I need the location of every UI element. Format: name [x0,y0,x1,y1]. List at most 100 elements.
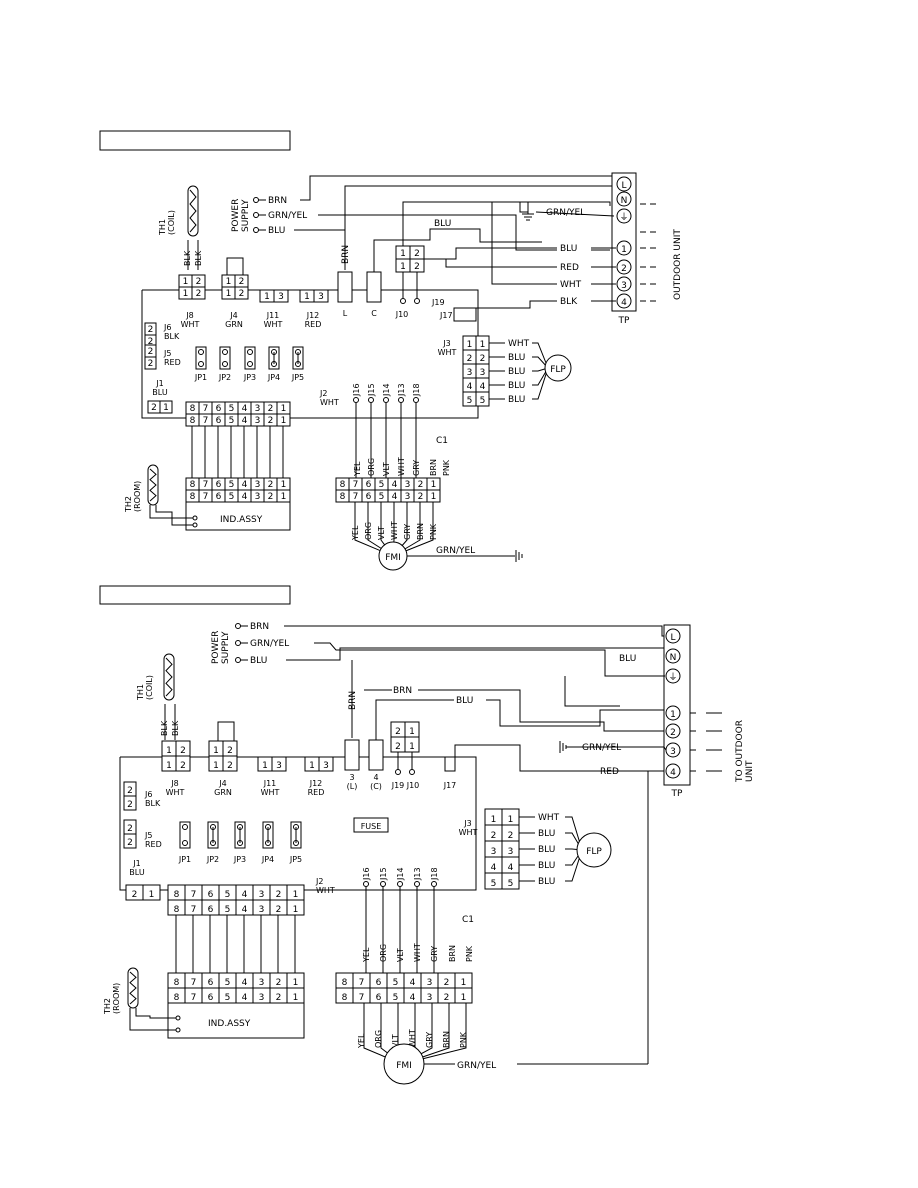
pin-number: 5 [225,890,231,900]
jumper-pin [182,840,188,846]
pin-number: 2 [395,727,401,737]
tp-1-terminal [665,705,681,721]
power-supply-terminal [253,212,259,218]
pin-number: 2 [127,786,133,796]
thermistor-zigzag [189,189,197,233]
pin-number: 2 [127,800,133,810]
th1-thermistor [163,653,175,701]
jumper-jp1 [179,821,191,849]
pin-number: 5 [393,993,399,1003]
motor-lead-terminal [398,397,404,403]
pin-number: 5 [229,404,235,414]
power-supply-terminal [235,640,241,646]
pin-number: 2 [467,354,473,364]
pin-number: 1 [431,480,437,490]
pin-number: 2 [180,761,186,771]
j10-terminal [409,769,415,775]
j17-label: J17 [443,781,457,790]
thermistor-zigzag [165,657,173,697]
jumper-body [244,346,256,370]
tp-ground-label: GRN/YEL [546,208,585,218]
pin-number: 2 [268,492,274,502]
jumper-pin [198,361,204,367]
motor-color-label: VLT [396,948,405,962]
th1-label: TH1(COIL) [158,210,176,236]
th2-lead [149,505,193,519]
pin-number: 3 [259,905,265,915]
pin-number: 2 [268,480,274,490]
pin-number: 3 [255,404,261,414]
tp-l-terminal-label: L [621,181,626,191]
power-supply-terminal [253,227,259,233]
pin-number: 5 [229,416,235,426]
flp-wire-label: BLU [538,845,555,855]
motor-color-label: YEL [357,1033,366,1049]
jumper-label: JP3 [243,373,256,382]
tp-label: TP [618,316,630,326]
pin-number: 5 [379,480,385,490]
pin-number: 1 [166,761,172,771]
pin-number: 6 [376,978,382,988]
red-to-tp2 [417,258,616,268]
pin-number: 2 [276,993,282,1003]
motor-lead-label: J15 [367,383,376,397]
pin-number: 3 [323,761,329,771]
jumper-body [219,346,231,370]
th1-label: TH1(COIL) [136,675,154,701]
jumper-jp3 [244,346,256,370]
pin-number: 2 [196,289,202,299]
jumper-jp2 [207,821,219,849]
c1-label: C1 [436,436,448,446]
flp-motor [544,354,572,382]
pin-number: 1 [163,403,169,413]
grn-yel-label: GRN/YEL [582,743,621,753]
pin-number: 2 [148,325,154,335]
jumper-label: JP1 [178,855,191,864]
th2-label: TH2(ROOM) [103,983,121,1015]
pin-number: 3 [318,292,324,302]
pin-number: 1 [183,277,189,287]
motor-lead-terminal [414,881,420,887]
j4-cap [217,721,235,742]
motor-lead-label: J16 [362,867,371,881]
pin-number: 4 [242,480,248,490]
pin-number: 3 [405,480,411,490]
jumper-pin [247,361,253,367]
pin-number: 3 [405,492,411,502]
pin-number: 4 [242,404,248,414]
pin-number: 1 [293,993,299,1003]
th2-terminal [175,1027,181,1033]
pin-number: 2 [148,347,154,357]
pin-number: 6 [366,492,372,502]
j10-label: J10 [406,781,420,790]
motor-lead-label: J15 [379,867,388,881]
pin-number: 1 [293,905,299,915]
motor-lead-terminal [368,397,374,403]
pin-number: 7 [203,416,209,426]
pin-number: 5 [508,879,514,889]
pin-number: 1 [183,289,189,299]
tp-ground-wire [535,211,615,217]
pin-number: 7 [353,492,359,502]
pin-number: 7 [359,993,365,1003]
blu-label: BLU [456,696,473,706]
ground-icon [559,741,567,753]
th2-terminal [175,1015,181,1021]
pin-number: 4 [242,416,248,426]
pin-number: 8 [190,492,196,502]
blk-label: BLK [183,250,192,266]
jumper-label: JP5 [291,373,304,382]
motor-lead-terminal [397,881,403,887]
jumper-jp4 [268,346,280,370]
